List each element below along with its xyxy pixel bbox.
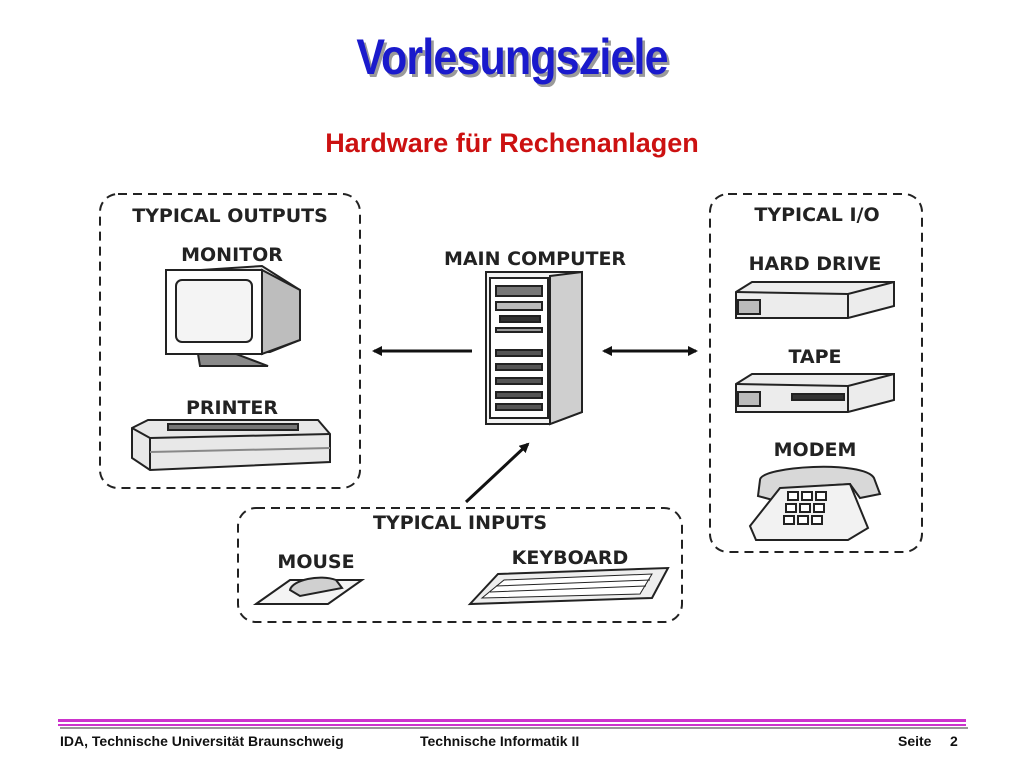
hard-drive-label: HARD DRIVE <box>749 253 882 275</box>
footer-rule-secondary <box>58 724 966 726</box>
main-computer-heading: MAIN COMPUTER <box>444 248 626 270</box>
mouse-illustration <box>252 576 366 605</box>
hard-drive-illustration <box>735 281 895 319</box>
footer-page-number: 2 <box>950 733 958 749</box>
footer-institution: IDA, Technische Universität Braunschweig <box>60 733 344 749</box>
slide-title: Vorlesungsziele <box>356 29 668 85</box>
keyboard-illustration <box>467 566 670 606</box>
modem-illustration <box>748 465 882 541</box>
keyboard-label: KEYBOARD <box>512 547 629 569</box>
monitor-label: MONITOR <box>181 244 283 266</box>
tape-label: TAPE <box>788 346 841 368</box>
outputs-heading: TYPICAL OUTPUTS <box>132 205 328 227</box>
printer-label: PRINTER <box>186 397 278 419</box>
footer-rule-shadow <box>60 727 968 729</box>
io-group-box <box>709 193 923 553</box>
footer-rule <box>58 719 966 722</box>
tape-illustration <box>735 373 895 413</box>
modem-label: MODEM <box>774 439 857 461</box>
io-heading: TYPICAL I/O <box>754 204 879 226</box>
footer-page-label: Seite <box>898 733 932 749</box>
mouse-label: MOUSE <box>277 551 354 573</box>
outputs-group-box <box>99 193 361 489</box>
printer-illustration <box>131 419 331 472</box>
monitor-illustration <box>165 264 301 367</box>
footer-course: Technische Informatik II <box>420 733 580 749</box>
inputs-group-box <box>237 507 683 623</box>
slide-subtitle: Hardware für Rechenanlagen <box>325 128 699 158</box>
main-computer-illustration <box>485 270 583 426</box>
arrow-from-inputs <box>464 442 530 504</box>
inputs-heading: TYPICAL INPUTS <box>373 512 547 534</box>
